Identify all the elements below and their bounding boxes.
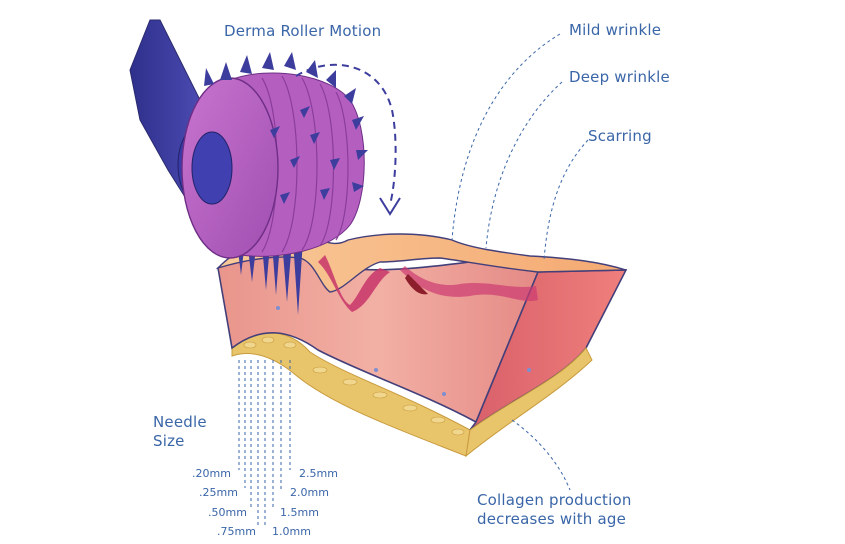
deep-wrinkle-leader [485,81,563,249]
roller-spikes [204,52,368,204]
mild-wrinkle-leader [451,33,561,241]
callout-lines [451,33,589,491]
motion-arrow [295,63,401,216]
collagen-label-line2: decreases with age [477,510,627,528]
needle-size-0-50: .50mm [208,506,247,519]
needle-size-1-0: 1.0mm [272,525,311,538]
arrow-head-icon [379,197,401,216]
cell-markers [276,306,531,396]
scarring-leader [543,139,589,261]
roller-hub [191,131,233,205]
roller-motion-label: Derma Roller Motion [224,22,382,40]
mild-wrinkle-label: Mild wrinkle [569,21,662,39]
needle-size-2-5: 2.5mm [299,467,338,480]
needle-size-1-5: 1.5mm [280,506,319,519]
needle-size-label-line2: Size [153,432,185,450]
epidermis-top [215,233,627,293]
skin-block [215,233,628,458]
scar-dark [405,274,428,295]
needle-size-0-25: .25mm [199,486,238,499]
scarring-label: Scarring [588,127,652,145]
scar-shading [400,266,538,302]
wrinkle-shading [318,255,390,312]
needle-size-label-line1: Needle [153,413,207,431]
needle-size-0-20: .20mm [192,467,231,480]
deep-wrinkle-label: Deep wrinkle [569,68,670,86]
needle-size-0-75: .75mm [217,525,256,538]
needle-depth-lines [238,360,291,528]
derma-roller [129,19,368,259]
fat-side [465,347,593,458]
needle-size-2-0: 2.0mm [290,486,329,499]
collagen-leader [511,419,571,491]
collagen-label-line1: Collagen production [477,491,632,509]
